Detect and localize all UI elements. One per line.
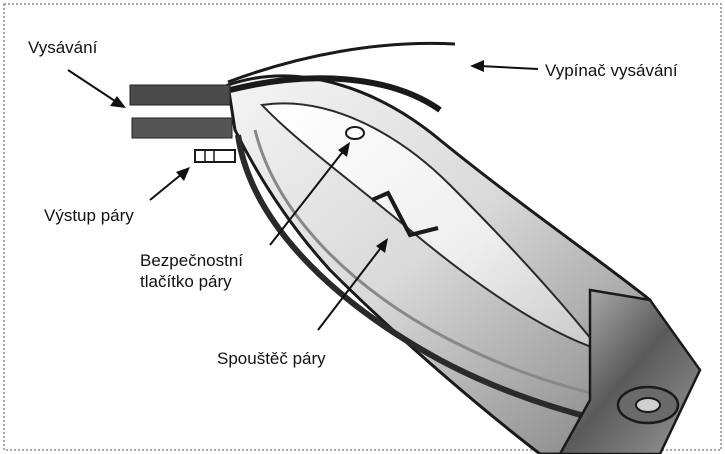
label-safety-button-line1: Bezpečnostní	[140, 250, 243, 271]
arrow-suction	[68, 70, 126, 108]
label-steam-trigger: Spouštěč páry	[217, 348, 326, 369]
label-safety-button-line2: tlačítko páry	[140, 271, 243, 292]
safety-button	[346, 127, 364, 139]
suction-nozzle-bottom	[132, 118, 232, 138]
steam-outlet-nozzle	[195, 150, 235, 162]
arrow-steam-outlet	[150, 167, 190, 200]
label-safety-button: Bezpečnostní tlačítko páry	[140, 250, 243, 292]
suction-nozzle-top	[130, 85, 230, 105]
arrow-suction-switch	[470, 60, 538, 72]
label-steam-outlet: Výstup páry	[44, 205, 134, 226]
label-suction: Vysávání	[28, 37, 97, 58]
label-suction-switch: Vypínač vysávání	[545, 60, 678, 81]
